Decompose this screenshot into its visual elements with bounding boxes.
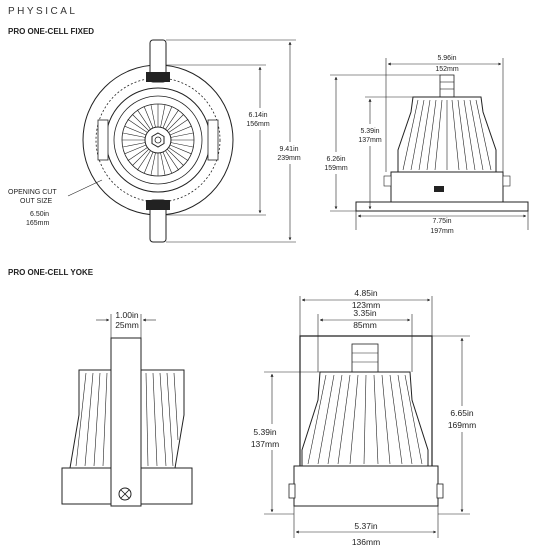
yoke-overall-width-in: 4.85in xyxy=(354,288,377,298)
yoke-inner-width-in: 3.35in xyxy=(353,308,376,318)
fixed-cutout-in: 6.50in xyxy=(30,211,49,218)
fixed-overall-height-mm: 239mm xyxy=(277,155,301,162)
fixed-cutout-mm: 165mm xyxy=(26,220,50,227)
cutout-circle xyxy=(95,77,221,203)
yoke-body-height-mm: 137mm xyxy=(251,439,279,449)
fixed-top-width-in: 5.96in xyxy=(437,55,456,62)
fixed-subtitle: PRO ONE-CELL FIXED xyxy=(8,27,95,36)
fixed-flange-width-in: 7.75in xyxy=(432,218,451,225)
yoke-bracket xyxy=(110,337,142,507)
cutout-leader xyxy=(67,179,103,197)
yoke-base-width-in: 5.37in xyxy=(354,521,377,531)
yoke-overall-height-in: 6.65in xyxy=(450,408,473,418)
yoke-front-view xyxy=(61,337,193,507)
fixed-top-width-mm: 152mm xyxy=(435,66,459,73)
yoke-arm xyxy=(299,335,433,490)
section-title: PHYSICAL xyxy=(8,6,78,17)
yoke-overall-height-mm: 169mm xyxy=(448,420,476,430)
fixed-body-height-mm: 137mm xyxy=(358,137,382,144)
yoke-side-view xyxy=(288,335,444,507)
cutout-label-line2: OUT SIZE xyxy=(20,198,52,205)
fixed-side-view xyxy=(355,74,529,212)
yoke-front-dimensions xyxy=(96,314,156,338)
center-nut xyxy=(151,132,165,148)
yoke-cable-gland xyxy=(351,343,379,373)
fixed-front-height-in: 6.14in xyxy=(248,112,267,119)
fixed-flange-width-mm: 197mm xyxy=(430,228,454,235)
yoke-width-in: 1.00in xyxy=(115,310,138,320)
fixed-side-height-in: 6.26in xyxy=(326,156,345,163)
yoke-width-mm: 25mm xyxy=(115,320,139,330)
right-bracket xyxy=(207,119,219,161)
heatsink-fins xyxy=(122,104,194,176)
fixed-side-height-mm: 159mm xyxy=(324,165,348,172)
trim-flange xyxy=(355,201,529,212)
fixed-body-height-in: 5.39in xyxy=(360,128,379,135)
fixed-side-dimensions xyxy=(330,58,529,230)
cutout-label-line1: OPENING CUT xyxy=(8,189,57,196)
fixed-overall-height-in: 9.41in xyxy=(279,146,298,153)
cable-gland xyxy=(439,74,455,98)
fixed-front-dimensions xyxy=(67,39,296,243)
yoke-base-width-mm: 136mm xyxy=(352,537,380,547)
yoke-overall-width-mm: 123mm xyxy=(352,300,380,310)
side-fins xyxy=(402,99,492,171)
fixed-front-height-mm: 156mm xyxy=(246,121,270,128)
fixed-front-view xyxy=(82,39,234,243)
yoke-subtitle: PRO ONE-CELL YOKE xyxy=(8,268,94,277)
left-bracket xyxy=(97,119,109,161)
yoke-body-height-in: 5.39in xyxy=(253,427,276,437)
yoke-side-housing xyxy=(293,465,439,507)
housing-can xyxy=(390,171,504,203)
yoke-inner-width-mm: 85mm xyxy=(353,320,377,330)
